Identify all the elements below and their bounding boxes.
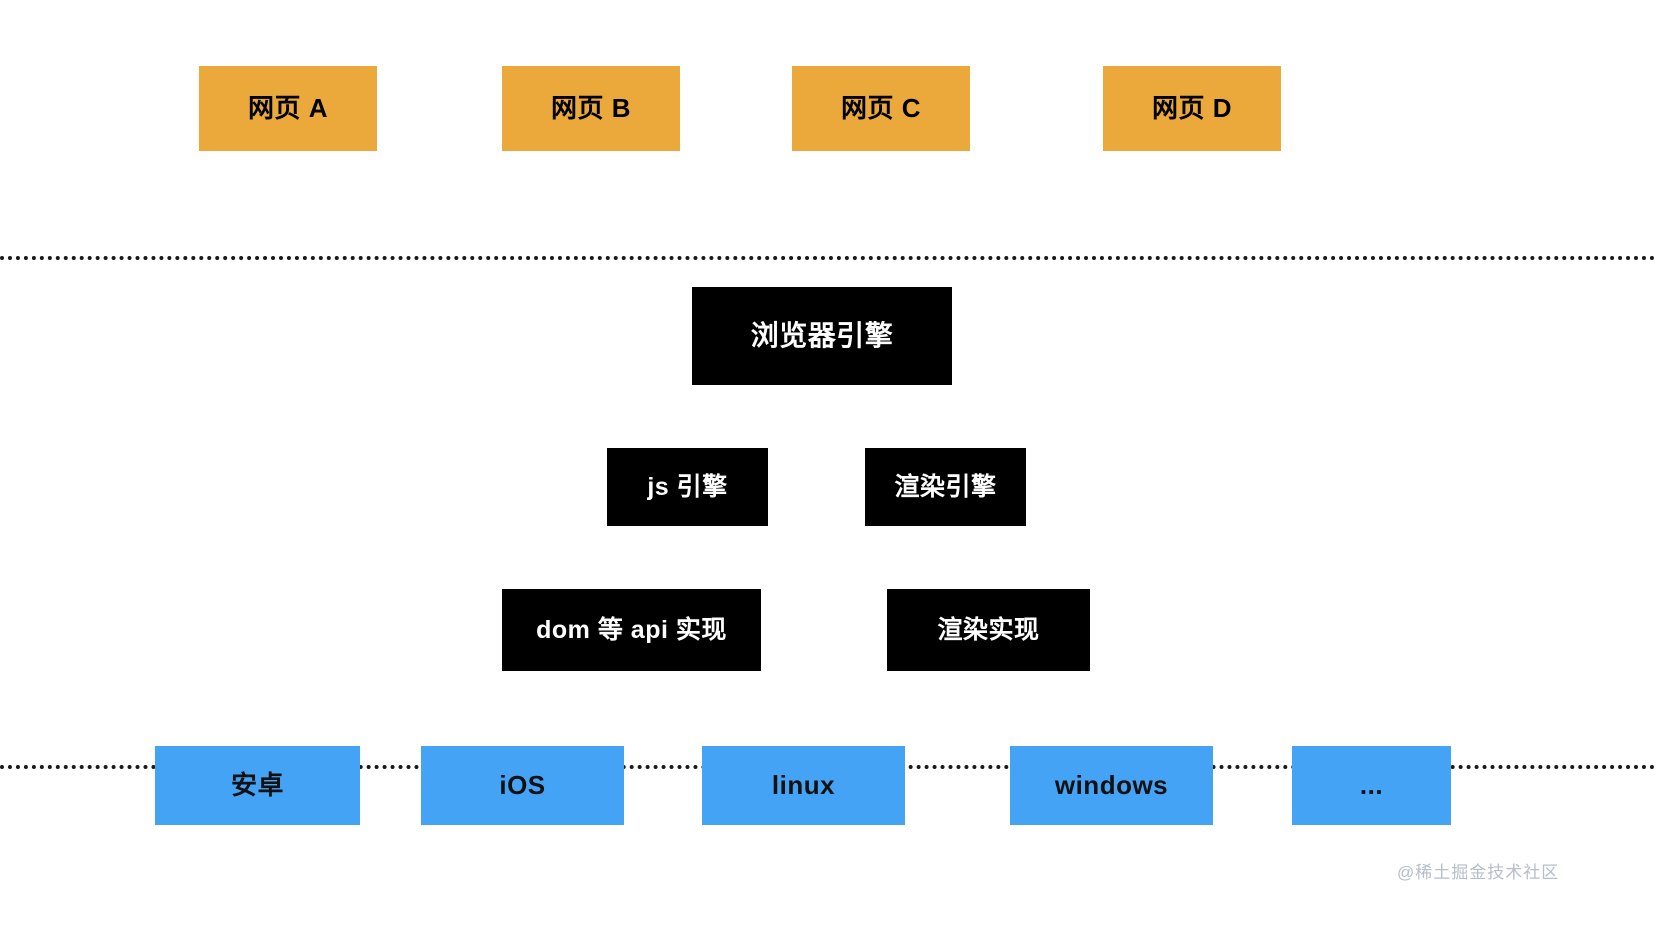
node-render-impl[interactable]: 渲染实现 xyxy=(887,589,1090,671)
node-os-android[interactable]: 安卓 xyxy=(155,746,360,825)
node-os-ios[interactable]: iOS xyxy=(421,746,624,825)
node-dom-api-impl[interactable]: dom 等 api 实现 xyxy=(502,589,761,671)
node-browser-engine[interactable]: 浏览器引擎 xyxy=(692,287,952,385)
watermark: @稀土掘金技术社区 xyxy=(1397,863,1560,882)
node-render-engine[interactable]: 渲染引擎 xyxy=(865,448,1026,526)
node-os-more[interactable]: ... xyxy=(1292,746,1451,825)
node-page-c[interactable]: 网页 C xyxy=(792,66,970,151)
node-os-windows[interactable]: windows xyxy=(1010,746,1213,825)
node-os-linux[interactable]: linux xyxy=(702,746,905,825)
node-js-engine[interactable]: js 引擎 xyxy=(607,448,768,526)
node-page-a[interactable]: 网页 A xyxy=(199,66,377,151)
node-page-d[interactable]: 网页 D xyxy=(1103,66,1281,151)
node-page-b[interactable]: 网页 B xyxy=(502,66,680,151)
pages-engines-divider xyxy=(0,256,1656,260)
